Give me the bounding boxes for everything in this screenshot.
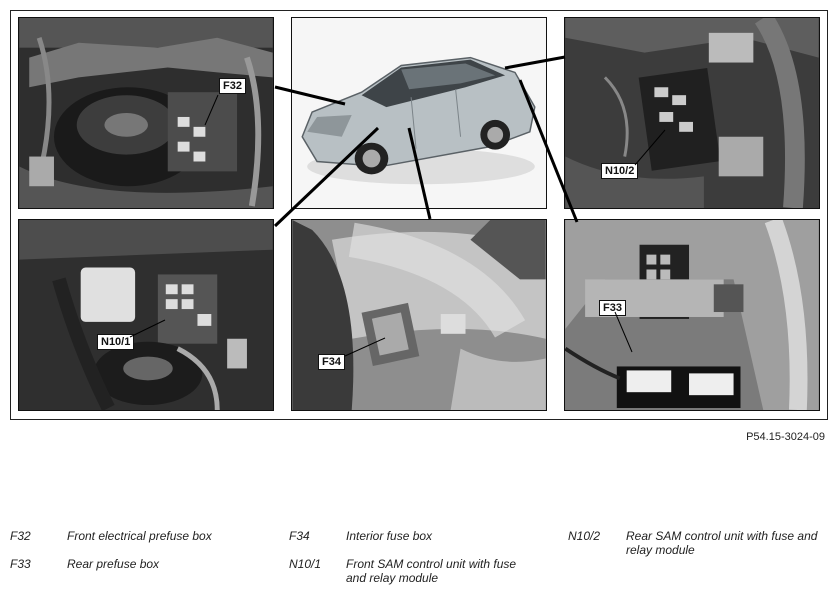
legend-code-n10-2: N10/2 <box>568 529 601 543</box>
trunk-illustration <box>565 18 819 208</box>
callout-f32: F32 <box>219 78 246 94</box>
photo-vehicle-overview <box>291 17 547 209</box>
callout-f33: F33 <box>599 300 626 316</box>
legend-code-n10-1: N10/1 <box>289 557 322 571</box>
interior-illustration <box>292 220 546 410</box>
photo-trunk-rear-prefuse: F33 <box>564 219 820 411</box>
legend-code-f33: F33 <box>10 557 31 571</box>
legend-desc-f32: Front electrical prefuse box <box>67 529 212 543</box>
rear-prefuse-illustration <box>565 220 819 410</box>
callout-n10-1: N10/1 <box>97 334 135 350</box>
photo-engine-bay-front-left: F32 <box>18 17 274 209</box>
legend-desc-f33: Rear prefuse box <box>67 557 160 571</box>
callout-f34: F34 <box>318 354 345 370</box>
legend-desc-f34: Interior fuse box <box>346 529 433 543</box>
photo-engine-bay-front-sam: N10/1 <box>18 219 274 411</box>
photo-trunk-rear-sam: N10/2 <box>564 17 820 209</box>
photo-interior-fuse-box: F34 <box>291 219 547 411</box>
legend-desc-n10-2: Rear SAM control unit with fuse and rela… <box>626 529 818 557</box>
engine-bay-illustration <box>19 18 273 208</box>
legend-code-f34: F34 <box>289 529 310 543</box>
front-sam-illustration <box>19 220 273 410</box>
legend-desc-n10-1: Front SAM control unit with fuse and rel… <box>346 557 517 585</box>
vehicle-illustration <box>292 18 546 208</box>
figure-code: P54.15-3024-09 <box>746 431 825 443</box>
callout-n10-2: N10/2 <box>601 163 639 179</box>
legend-code-f32: F32 <box>10 529 31 543</box>
